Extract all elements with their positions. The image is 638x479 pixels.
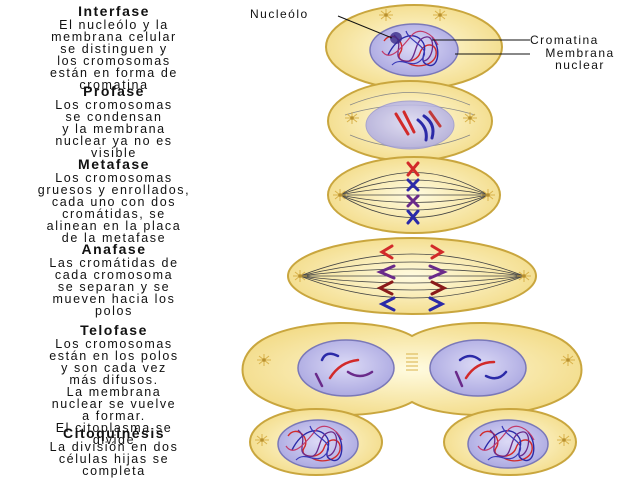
phase-line: completa	[82, 464, 146, 478]
phase-anafase: Anafase Las cromátidas de cada cromosoma…	[4, 241, 224, 318]
phase-telofase: Telofase Los cromosomas están en los pol…	[4, 322, 224, 447]
telophase-cell	[241, 321, 583, 417]
phase-line: alinean en la placa	[46, 219, 182, 233]
phase-line: se separan y se	[57, 280, 171, 294]
phase-title: Profase	[83, 83, 145, 99]
phase-profase: Profase Los cromosomas se condensan y la…	[4, 83, 224, 160]
label-cromatina: Cromatina	[530, 33, 599, 47]
phase-line: divide	[92, 433, 136, 447]
phase-line: cada uno con dos	[51, 195, 177, 209]
prophase-cell	[327, 80, 493, 162]
phase-line: se distinguen y	[60, 42, 168, 56]
phase-title: Citoquinésis	[62, 425, 165, 441]
label-membrana: Membrana nuclear	[530, 47, 630, 71]
phase-line: polos	[95, 304, 133, 318]
phase-citoquinesis: Citoquinésis La división en dos células …	[4, 425, 224, 478]
phase-line: cromatina	[79, 78, 149, 92]
label-nucleolo: Nucleólo	[250, 7, 309, 21]
phase-line: Los cromosomas	[55, 98, 173, 112]
interphase-cell	[325, 4, 530, 90]
phase-line: y son cada vez	[61, 361, 167, 375]
phase-line: células hijas se	[58, 452, 170, 466]
phase-line: El citoplasma se	[55, 421, 173, 435]
phase-line: a formar.	[82, 409, 146, 423]
phase-line: más difusos.	[69, 373, 159, 387]
phase-line: cromátidas, se	[62, 207, 166, 221]
phase-title: Telofase	[80, 322, 148, 338]
phase-line: nuclear se vuelve	[51, 397, 177, 411]
phase-line: y la membrana	[62, 122, 166, 136]
phase-line: de la metafase	[61, 231, 167, 245]
phase-line: El nucleólo y la	[59, 18, 169, 32]
phase-line: están en forma de	[50, 66, 178, 80]
phase-line: se condensan	[65, 110, 163, 124]
anaphase-cell	[287, 237, 537, 315]
phase-line: La membrana	[66, 385, 162, 399]
phase-interfase: Interfase El nucleólo y la membrana celu…	[4, 3, 224, 92]
cytokinesis-cells	[249, 408, 577, 476]
phase-line: nuclear ya no es	[55, 134, 173, 148]
phase-line: La división en dos	[49, 440, 179, 454]
phase-line: gruesos y enrollados,	[37, 183, 191, 197]
phase-line: Las cromátidas de	[49, 256, 179, 270]
phase-title: Interfase	[78, 3, 150, 19]
phase-title: Anafase	[81, 241, 147, 257]
label-membrana-line2: nuclear	[555, 58, 605, 72]
phase-line: mueven hacia los	[52, 292, 176, 306]
phase-metafase: Metafase Los cromosomas gruesos y enroll…	[4, 156, 224, 245]
phase-line: están en los polos	[49, 349, 179, 363]
phase-line: los cromosomas	[57, 54, 171, 68]
phase-title: Metafase	[78, 156, 150, 172]
phase-line: membrana celular	[51, 30, 177, 44]
phase-line: visible	[91, 146, 137, 160]
metaphase-cell	[327, 156, 501, 234]
label-membrana-line1: Membrana	[545, 46, 615, 60]
phase-line: cada cromosoma	[54, 268, 174, 282]
phase-line: Los cromosomas	[55, 337, 173, 351]
phase-line: Los cromosomas	[55, 171, 173, 185]
